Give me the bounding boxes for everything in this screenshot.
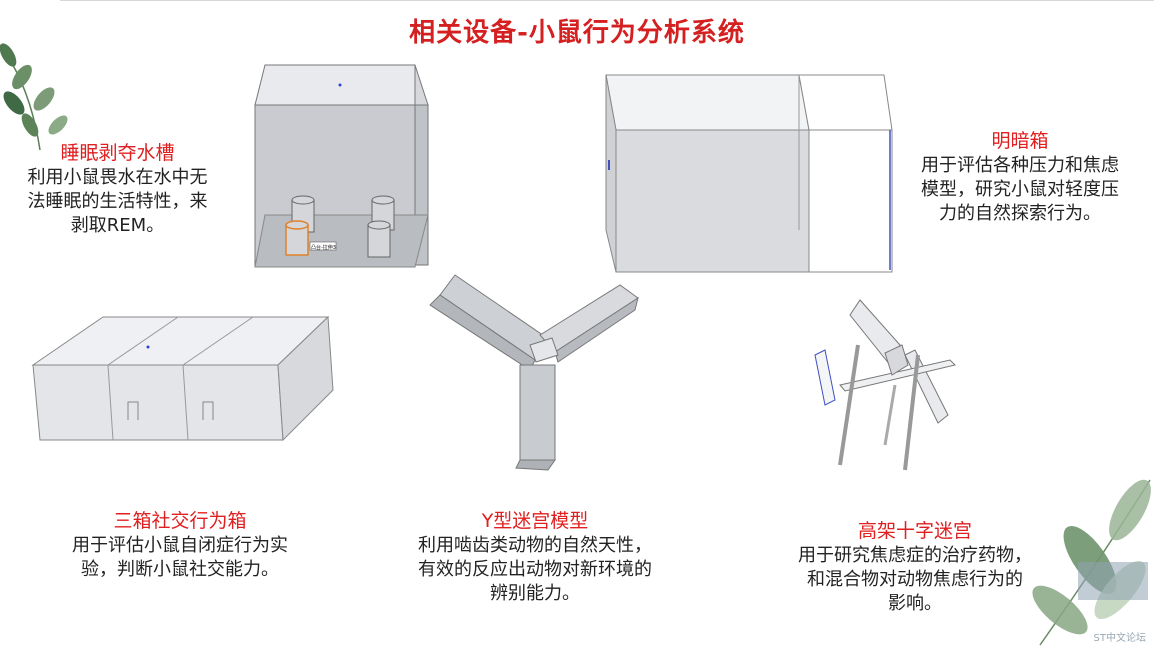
leaf-decoration-top-left [0, 43, 68, 151]
page-title: 相关设备-小鼠行为分析系统 [409, 18, 745, 48]
section-heading: 高架十字迷宫 [857, 520, 972, 542]
section-heading: 睡眠剥夺水槽 [60, 142, 175, 164]
y-maze-figure [429, 274, 639, 471]
elevated-plus-maze-section: 高架十字迷宫 用于研究焦虑症的治疗药物， 和混合物对动物焦虑行为的 影响。 [770, 518, 1060, 616]
top-divider [60, 0, 1154, 1]
section-description: 用于研究焦虑症的治疗药物， 和混合物对动物焦虑行为的 影响。 [798, 545, 1032, 614]
section-heading: 三箱社交行为箱 [113, 510, 247, 532]
section-heading: 明暗箱 [991, 130, 1049, 152]
sleep-deprivation-tank-figure: 凸台-拉伸3 [254, 64, 429, 268]
elevated-plus-maze-figure [814, 299, 956, 471]
three-chamber-social-box-figure [31, 315, 334, 442]
y-maze-section: Y型迷宫模型 利用啮齿类动物的自然天性， 有效的反应出动物对新环境的 辨别能力。 [380, 508, 690, 606]
sleep-deprivation-section: 睡眠剥夺水槽 利用小鼠畏水在水中无 法睡眠的生活特性，来 剥取REM。 [0, 140, 235, 238]
section-description: 利用小鼠畏水在水中无 法睡眠的生活特性，来 剥取REM。 [27, 167, 208, 236]
light-dark-box-figure [605, 74, 893, 273]
section-heading: Y型迷宫模型 [481, 510, 589, 532]
light-dark-box-section: 明暗箱 用于评估各种压力和焦虑 模型，研究小鼠对轻度压 力的自然探索行为。 [895, 128, 1145, 226]
leaf-decoration-bottom-right [1032, 479, 1151, 646]
watermark: ST中文论坛 [1093, 633, 1146, 644]
tank-part-label: 凸台-拉伸3 [311, 244, 336, 251]
section-description: 用于评估小鼠自闭症行为实 验，判断小鼠社交能力。 [72, 535, 288, 580]
section-description: 利用啮齿类动物的自然天性， 有效的反应出动物对新环境的 辨别能力。 [418, 535, 652, 604]
three-chamber-section: 三箱社交行为箱 用于评估小鼠自闭症行为实 验，判断小鼠社交能力。 [35, 508, 325, 582]
section-description: 用于评估各种压力和焦虑 模型，研究小鼠对轻度压 力的自然探索行为。 [921, 155, 1119, 224]
